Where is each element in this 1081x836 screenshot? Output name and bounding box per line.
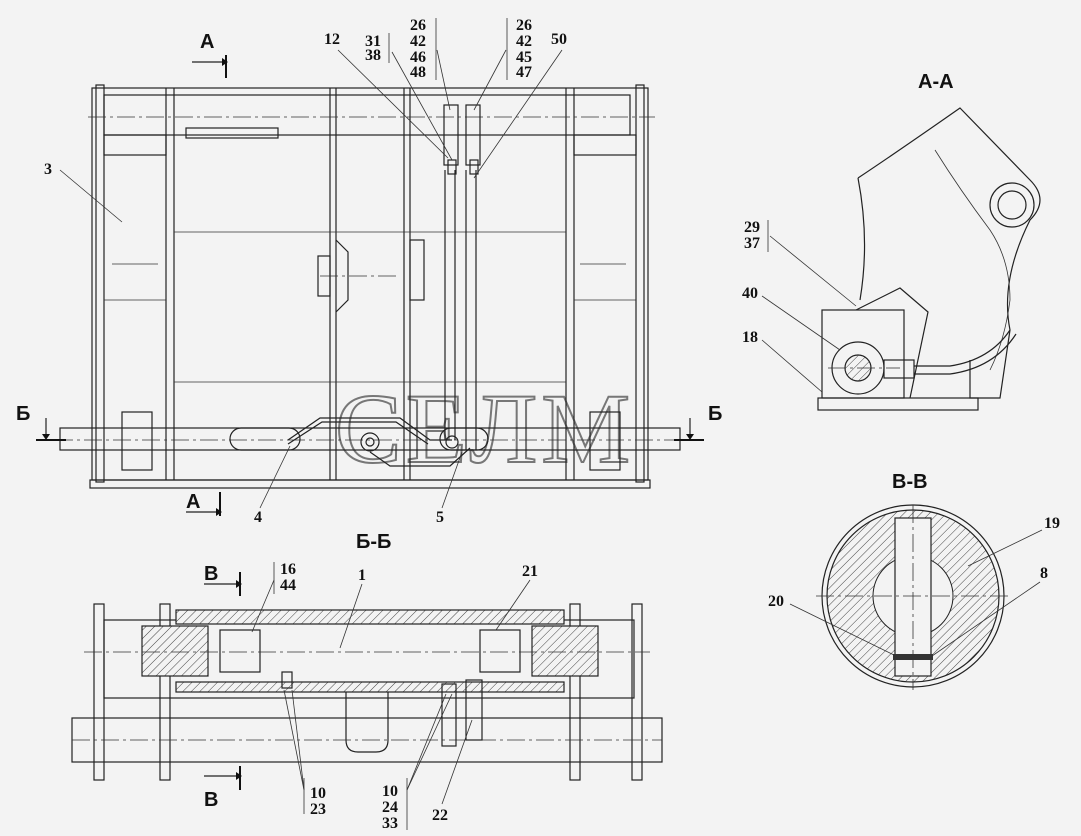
section-label-a: А — [186, 491, 200, 513]
callout-label: 42 — [410, 33, 426, 50]
callout-label: 8 — [1040, 565, 1048, 582]
section-label-b: Б — [16, 403, 30, 425]
section-mark-v-top: В — [204, 563, 242, 596]
callout-label: В — [204, 563, 218, 585]
callout-label: 42 — [516, 33, 532, 50]
section-mark-b-right: Б — [674, 403, 722, 441]
callout-label: 22 — [432, 807, 448, 824]
section-view-a-a: А-А 29 37 40 18 — [742, 71, 1041, 411]
callout-label: 23 — [310, 801, 326, 818]
callout-label: 5 — [436, 509, 444, 526]
callout-label: 20 — [768, 593, 784, 610]
callout-label: 21 — [522, 563, 538, 580]
callout-label: 18 — [742, 329, 758, 346]
callout-label: 38 — [365, 47, 381, 64]
callout-label: В — [204, 789, 218, 811]
section-label-b: Б — [708, 403, 722, 425]
section-mark-a-top: А — [192, 31, 228, 78]
callout-label: 10 — [310, 785, 326, 802]
section-title-v-v: В-В — [892, 471, 928, 493]
callout-label: 48 — [410, 64, 426, 81]
callout-label: 50 — [551, 31, 567, 48]
section-view-b-b: Б-Б В В 16 44 1 21 — [71, 531, 663, 832]
callout-label: 29 — [744, 219, 760, 236]
section-mark-a-bottom: А — [186, 491, 222, 516]
main-view — [55, 84, 690, 489]
section-title-b-b: Б-Б — [356, 531, 391, 553]
callout-label: 4 — [254, 509, 262, 526]
callout-label: 47 — [516, 64, 532, 81]
callout-label: 12 — [324, 31, 340, 48]
section-label-a: А — [200, 31, 214, 53]
callout-label: 46 — [410, 49, 426, 66]
section-title-a-a: А-А — [918, 71, 954, 93]
callouts-main-view: 3 12 31 38 26 42 46 48 26 42 45 47 50 4 … — [44, 17, 567, 526]
section-view-v-v: В-В 19 8 20 — [768, 471, 1060, 690]
callout-label: 19 — [1044, 515, 1060, 532]
callout-label: 3 — [44, 161, 52, 178]
callout-label: 37 — [744, 235, 760, 252]
callout-label: 24 — [382, 799, 398, 816]
callout-label: 26 — [516, 17, 532, 34]
callout-label: 31 — [365, 33, 381, 50]
callout-label: 44 — [280, 577, 296, 594]
callout-label: 40 — [742, 285, 758, 302]
callout-label: 10 — [382, 783, 398, 800]
section-mark-v-bottom: В — [204, 766, 242, 811]
section-mark-b-left: Б — [16, 403, 66, 441]
callout-label: 45 — [516, 49, 532, 66]
callout-label: 1 — [358, 567, 366, 584]
callout-label: 26 — [410, 17, 426, 34]
callout-label: 33 — [382, 815, 398, 832]
callout-label: 16 — [280, 561, 296, 578]
